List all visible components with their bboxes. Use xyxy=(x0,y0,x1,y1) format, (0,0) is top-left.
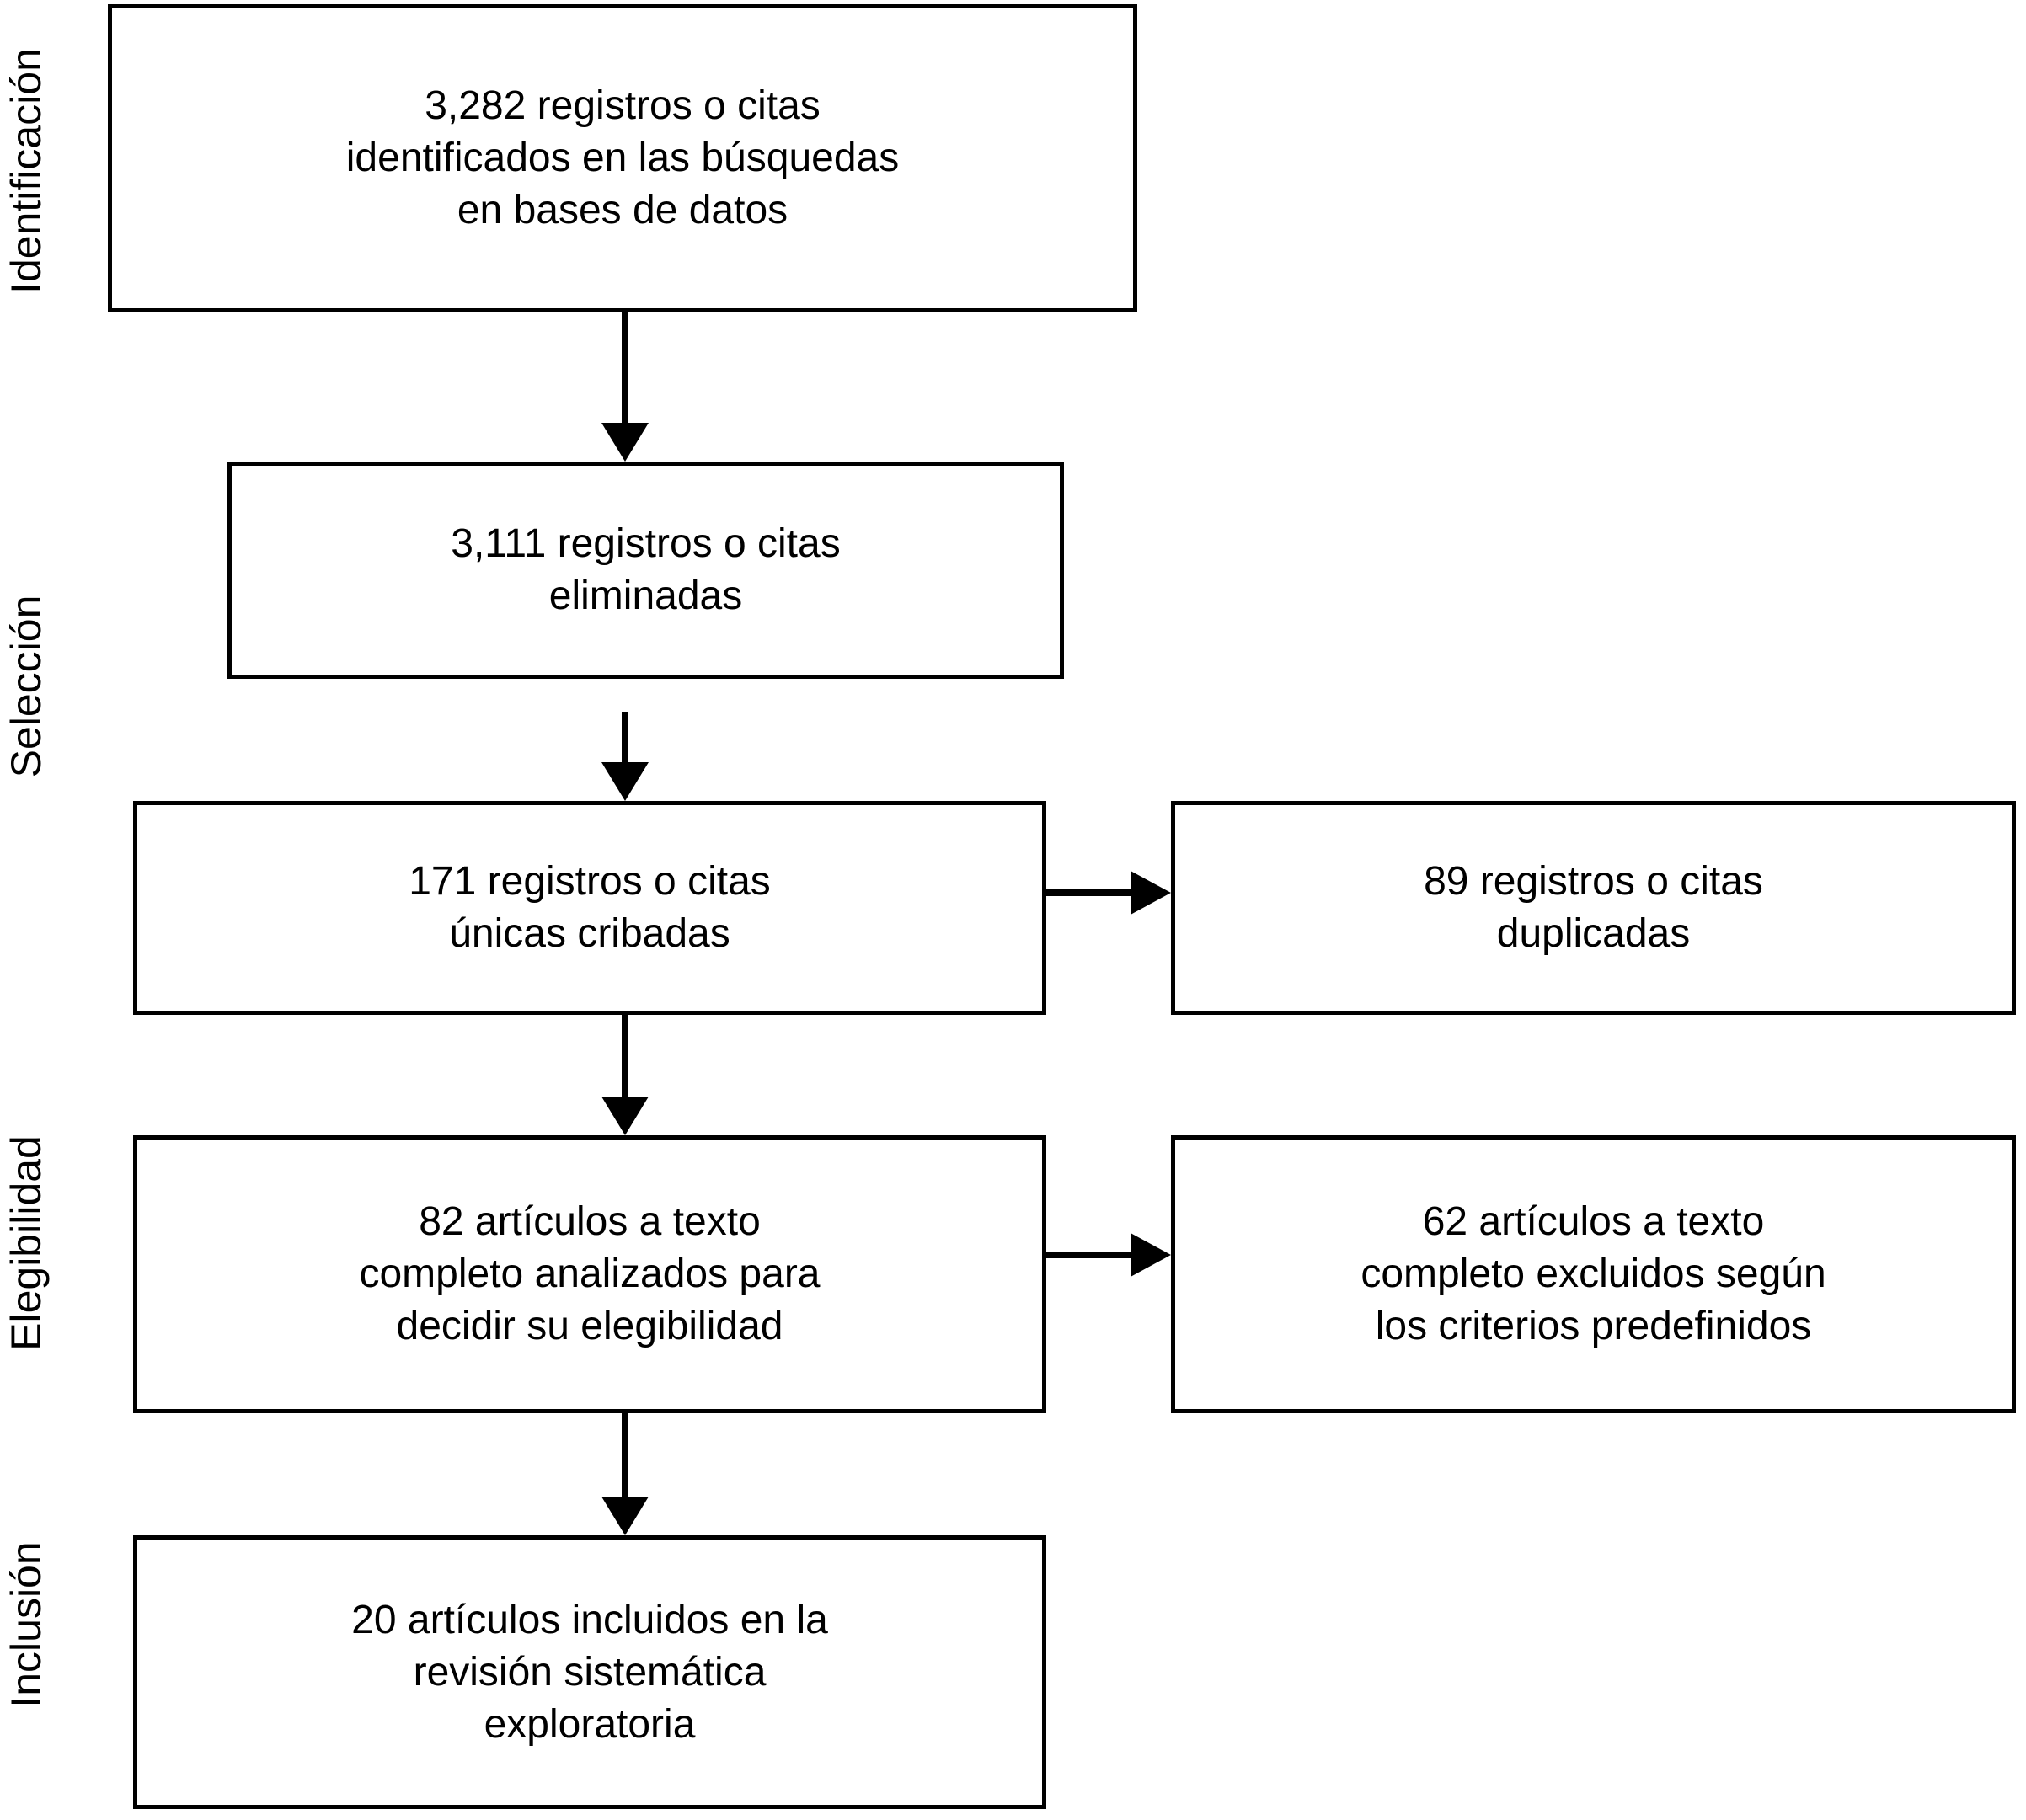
arrow-shaft xyxy=(1046,889,1132,896)
box-records-removed: 3,111 registros o citas eliminadas xyxy=(227,462,1064,679)
box-articles-included: 20 artículos incluidos en la revisión si… xyxy=(133,1535,1046,1809)
arrow-shaft xyxy=(622,1013,628,1098)
box-records-identified: 3,282 registros o citas identificados en… xyxy=(108,4,1137,312)
box-unique-records-screened: 171 registros o citas únicas cribadas xyxy=(133,801,1046,1015)
box-fulltext-assessed: 82 artículos a texto completo analizados… xyxy=(133,1135,1046,1413)
arrow-shaft xyxy=(622,312,628,424)
arrow-head-down-icon xyxy=(601,762,649,801)
arrow-shaft xyxy=(1046,1252,1132,1258)
stage-label-eligibility: Elegibilidad xyxy=(3,1135,50,1351)
arrow-head-down-icon xyxy=(601,1097,649,1135)
arrow-shaft xyxy=(622,712,628,764)
arrow-head-right-icon xyxy=(1131,1233,1171,1277)
stage-label-inclusion: Inclusión xyxy=(3,1541,50,1708)
box-duplicate-records: 89 registros o citas duplicadas xyxy=(1171,801,2016,1015)
box-fulltext-excluded: 62 artículos a texto completo excluidos … xyxy=(1171,1135,2016,1413)
arrow-head-right-icon xyxy=(1131,871,1171,915)
stage-label-identification: Identificación xyxy=(3,48,50,294)
arrow-head-down-icon xyxy=(601,423,649,462)
arrow-head-down-icon xyxy=(601,1497,649,1535)
arrow-shaft xyxy=(622,1412,628,1498)
stage-label-screening: Selección xyxy=(3,595,50,778)
